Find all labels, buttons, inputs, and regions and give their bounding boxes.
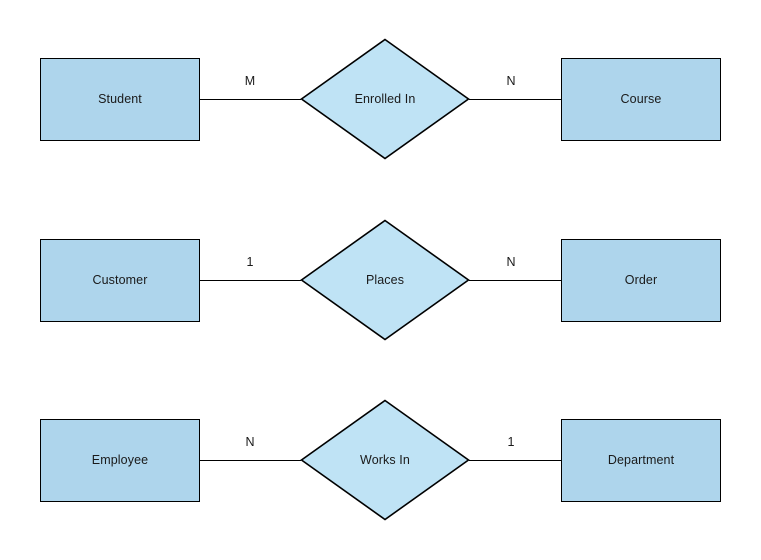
connector-line-right xyxy=(469,460,562,461)
er-relationship-row: Customer 1 Places N Order xyxy=(0,211,761,351)
entity-label: Employee xyxy=(91,452,149,467)
er-relationship-row: Employee N Works In 1 Department xyxy=(0,391,761,531)
connector-line-left xyxy=(200,460,301,461)
entity-label: Course xyxy=(620,91,662,106)
cardinality-label-left: N xyxy=(245,435,255,449)
entity-label: Order xyxy=(624,272,658,287)
entity-box-department[interactable]: Department xyxy=(561,419,721,502)
relationship-diamond-enrolled-in[interactable]: Enrolled In xyxy=(300,38,470,160)
entity-label: Department xyxy=(607,452,675,467)
cardinality-label-right: N xyxy=(506,74,516,88)
entity-label: Customer xyxy=(92,272,148,287)
relationship-diamond-works-in[interactable]: Works In xyxy=(300,399,470,521)
connector-line-right xyxy=(469,280,562,281)
er-relationship-row: Student M Enrolled In N Course xyxy=(0,30,761,170)
cardinality-label-right: N xyxy=(506,255,516,269)
entity-box-order[interactable]: Order xyxy=(561,239,721,322)
connector-line-left xyxy=(200,280,301,281)
connector-line-left xyxy=(200,99,301,100)
cardinality-label-left: M xyxy=(244,74,256,88)
relationship-diamond-places[interactable]: Places xyxy=(300,219,470,341)
cardinality-label-right: 1 xyxy=(507,435,515,449)
entity-box-employee[interactable]: Employee xyxy=(40,419,200,502)
entity-box-customer[interactable]: Customer xyxy=(40,239,200,322)
cardinality-label-left: 1 xyxy=(246,255,254,269)
connector-line-right xyxy=(469,99,562,100)
entity-box-course[interactable]: Course xyxy=(561,58,721,141)
entity-label: Student xyxy=(98,91,142,106)
entity-box-student[interactable]: Student xyxy=(40,58,200,141)
